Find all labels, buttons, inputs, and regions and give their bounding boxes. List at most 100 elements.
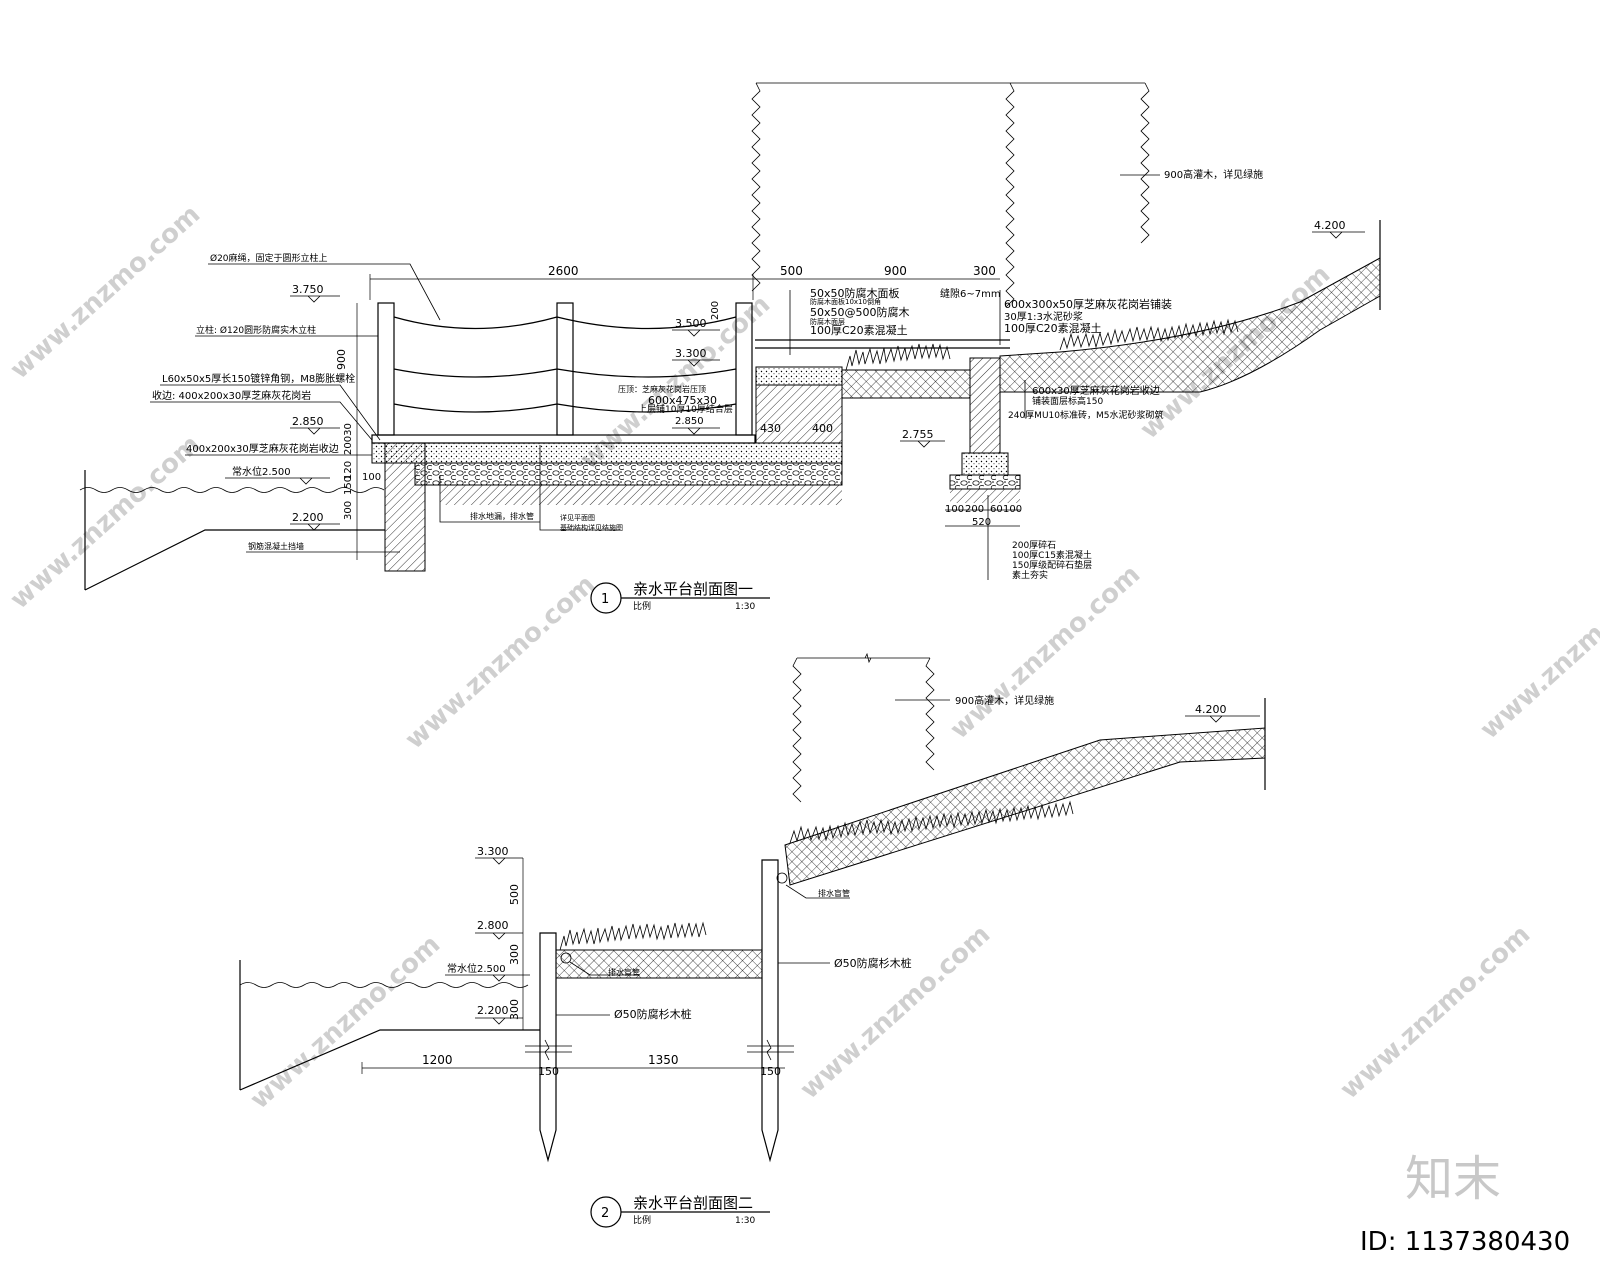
section-1-title-text: 亲水平台剖面图一 — [633, 580, 753, 598]
dim-overall: 2600 — [548, 264, 579, 278]
elevation-markers: 3.750 3.500 3.300 2.850 2.850 常水位2.500 2… — [225, 219, 1365, 531]
svg-text:900高灌木，详见绿施: 900高灌木，详见绿施 — [955, 694, 1054, 707]
dim-label: 400 — [812, 422, 833, 435]
svg-text:立柱: Ø120圆形防腐实木立柱: 立柱: Ø120圆形防腐实木立柱 — [196, 324, 316, 336]
dim-rail-height: 900 — [335, 349, 348, 370]
dim-label: 200 — [710, 301, 721, 320]
svg-text:3.500: 3.500 — [675, 317, 707, 330]
svg-text:Ø50防腐杉木桩: Ø50防腐杉木桩 — [834, 956, 912, 970]
section-2-elevations: 3.300 2.800 常水位2.500 2.200 — [445, 845, 530, 1025]
planting-bed — [555, 949, 763, 979]
section-1-drawing: 2600 500 900 300 — [79, 82, 1381, 614]
svg-text:600x300x50厚芝麻灰花岗岩铺装: 600x300x50厚芝麻灰花岗岩铺装 — [1004, 297, 1172, 311]
watermark-text: www.znzmo.com — [400, 569, 602, 755]
water-line — [239, 982, 529, 988]
gravel-layer — [414, 462, 843, 486]
dim-label: 100 — [362, 472, 381, 483]
svg-text:详见平面图: 详见平面图 — [560, 513, 595, 522]
planting-bed — [841, 369, 971, 399]
svg-text:缝隙6~7mm: 缝隙6~7mm — [940, 287, 1001, 300]
watermark-text: www.znzmo.com — [1475, 559, 1600, 745]
dim-label: 520 — [972, 517, 991, 528]
svg-text:150: 150 — [760, 1065, 781, 1078]
svg-text:4.200: 4.200 — [1195, 703, 1227, 716]
svg-text:2: 2 — [601, 1206, 609, 1221]
svg-text:常水位2.500: 常水位2.500 — [232, 465, 291, 478]
svg-text:常水位2.500: 常水位2.500 — [447, 962, 506, 975]
dim-label: 100 — [1003, 504, 1022, 515]
svg-text:150: 150 — [538, 1065, 559, 1078]
watermark-text: www.znzmo.com — [245, 929, 447, 1115]
bank-line — [84, 470, 385, 591]
svg-text:比例: 比例 — [633, 600, 651, 612]
svg-text:100厚C20素混凝土: 100厚C20素混凝土 — [810, 323, 908, 337]
section-1-title: 1 亲水平台剖面图一 比例 1:30 — [590, 580, 770, 614]
svg-text:压顶：芝麻灰花岗岩压顶: 压顶：芝麻灰花岗岩压顶 — [618, 384, 706, 394]
svg-text:L60x50x5厚长150镀锌角钢，M8膨胀螺栓: L60x50x5厚长150镀锌角钢，M8膨胀螺栓 — [162, 372, 355, 385]
water-line — [79, 487, 385, 493]
bank-line — [239, 960, 540, 1091]
dim-label: 120 — [343, 461, 354, 480]
svg-text:300: 300 — [508, 944, 521, 965]
svg-text:1:30: 1:30 — [735, 602, 755, 612]
dim-300: 300 — [973, 264, 996, 278]
svg-text:防腐木面层: 防腐木面层 — [810, 317, 845, 326]
svg-text:排水盲管: 排水盲管 — [818, 888, 850, 898]
watermark-text: www.znzmo.com — [5, 429, 207, 615]
watermark-text: www.znzmo.com — [795, 919, 997, 1105]
slope-planting — [999, 257, 1381, 393]
soil-layer — [440, 485, 842, 505]
section-2-drawing: 900高灌木，详见绿施 4.200 500 300 300 3.300 2.80… — [239, 652, 1266, 1228]
dim-label: 150 — [343, 476, 354, 495]
svg-text:排水盲管: 排水盲管 — [608, 967, 640, 977]
svg-text:600x475x30: 600x475x30 — [648, 394, 717, 407]
timber-pile — [761, 859, 779, 1163]
svg-text:1:30: 1:30 — [735, 1216, 755, 1226]
svg-text:1: 1 — [601, 592, 609, 607]
rope-line — [393, 316, 737, 330]
dim-900: 900 — [884, 264, 907, 278]
svg-text:200厚碎石: 200厚碎石 — [1012, 539, 1056, 551]
rope-line — [393, 403, 737, 413]
svg-text:Ø20麻绳，固定于圆形立柱上: Ø20麻绳，固定于圆形立柱上 — [210, 252, 328, 264]
svg-text:400x200x30厚芝麻灰花岗岩收边: 400x200x30厚芝麻灰花岗岩收边 — [186, 442, 339, 455]
svg-text:素土夯实: 素土夯实 — [1012, 569, 1048, 581]
watermark-layer: www.znzmo.com www.znzmo.com www.znzmo.co… — [5, 199, 1600, 1257]
svg-text:2.200: 2.200 — [477, 1004, 509, 1017]
svg-text:100厚C15素混凝土: 100厚C15素混凝土 — [1012, 549, 1092, 561]
svg-text:4.200: 4.200 — [1314, 219, 1346, 232]
svg-text:收边: 400x200x30厚芝麻灰花岗岩: 收边: 400x200x30厚芝麻灰花岗岩 — [152, 389, 311, 402]
section-1-notes: Ø20麻绳，固定于圆形立柱上 立柱: Ø120圆形防腐实木立柱 L60x50x5… — [150, 168, 1263, 581]
concrete-slab — [371, 442, 843, 464]
dim-500: 500 — [780, 264, 803, 278]
svg-text:300: 300 — [508, 999, 521, 1020]
svg-text:3.750: 3.750 — [292, 283, 324, 296]
svg-text:150厚级配碎石垫层: 150厚级配碎石垫层 — [1012, 559, 1092, 571]
svg-text:50x50防腐木面板: 50x50防腐木面板 — [810, 286, 900, 300]
wood-deck — [371, 434, 756, 444]
svg-text:1350: 1350 — [648, 1053, 679, 1067]
dim-label: 200 — [965, 504, 984, 515]
svg-text:防腐木面板10x10倒角: 防腐木面板10x10倒角 — [810, 297, 881, 306]
svg-text:上层铺10厚10厚结合层: 上层铺10厚10厚结合层 — [638, 403, 733, 415]
dim-label: 430 — [760, 422, 781, 435]
railing-post — [377, 302, 395, 436]
dim-label: 300 — [343, 501, 354, 520]
slope-planting — [784, 727, 1266, 886]
svg-text:3.300: 3.300 — [675, 347, 707, 360]
watermark-text: www.znzmo.com — [945, 559, 1147, 745]
svg-text:240厚MU10标准砖，M5水泥砂浆砌筑: 240厚MU10标准砖，M5水泥砂浆砌筑 — [1008, 409, 1163, 421]
svg-text:比例: 比例 — [633, 1214, 651, 1226]
dim-label: 60 — [990, 504, 1003, 515]
svg-text:30厚1:3水泥砂浆: 30厚1:3水泥砂浆 — [1004, 310, 1083, 323]
watermark-logo: 知末 — [1405, 1151, 1501, 1207]
section-2-title: 2 亲水平台剖面图二 比例 1:30 — [590, 1194, 770, 1228]
watermark-text: www.znzmo.com — [1335, 919, 1537, 1105]
svg-text:2.850: 2.850 — [292, 415, 324, 428]
svg-text:2.200: 2.200 — [292, 511, 324, 524]
svg-text:Ø50防腐杉木桩: Ø50防腐杉木桩 — [614, 1007, 692, 1021]
svg-text:2.800: 2.800 — [477, 919, 509, 932]
svg-text:2.850: 2.850 — [675, 416, 704, 427]
section-2-title-text: 亲水平台剖面图二 — [633, 1194, 753, 1212]
